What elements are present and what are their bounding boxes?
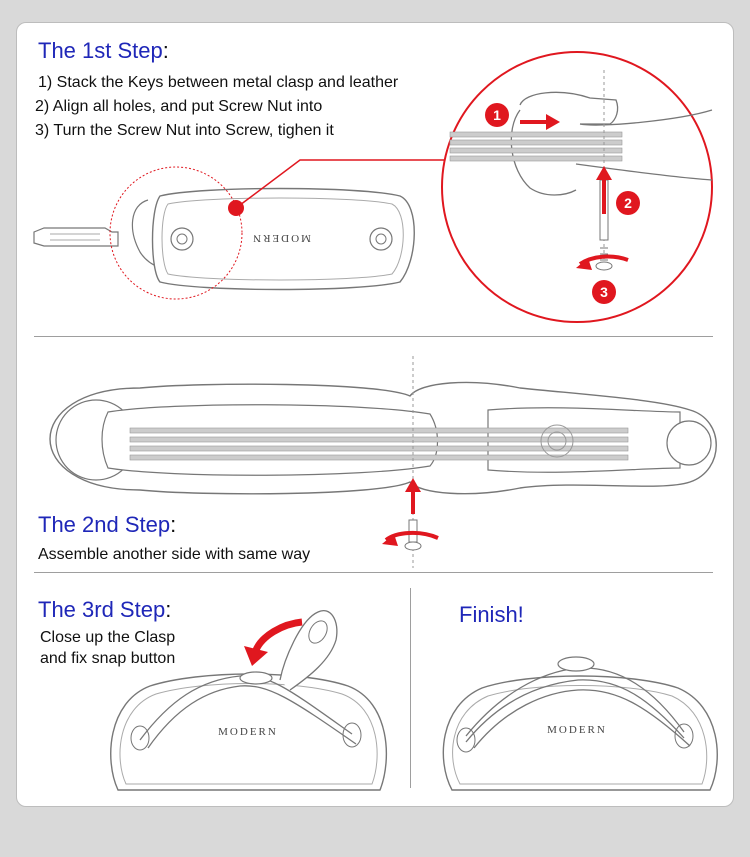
badge-number-1: 1 <box>493 107 501 123</box>
finish-title: Finish! <box>459 602 524 627</box>
step-badge-3 <box>592 280 616 304</box>
badge-number-2: 2 <box>624 195 632 211</box>
step2-instruction: Assemble another side with same way <box>38 546 311 563</box>
badge-number-3: 3 <box>600 284 608 300</box>
step3-instruction-2: and fix snap button <box>40 650 176 667</box>
divider-1 <box>34 336 713 337</box>
divider-vertical <box>410 588 411 788</box>
step-badge-2 <box>616 191 640 215</box>
step1-title: The 1st Step: <box>38 38 169 63</box>
step1-brand-logo: MODERN <box>251 232 311 244</box>
finish-brand-logo: MODERN <box>547 724 607 736</box>
step3-brand-logo: MODERN <box>218 726 278 738</box>
divider-2 <box>34 572 713 573</box>
step1-instruction-3: 3) Turn the Screw Nut into Screw, tighen… <box>35 122 334 139</box>
step3-title: The 3rd Step: <box>38 597 172 622</box>
step2-title: The 2nd Step: <box>38 512 177 537</box>
step3-instruction-1: Close up the Clasp <box>40 629 176 646</box>
step-badge-1 <box>485 103 509 127</box>
step1-instruction-2: 2) Align all holes, and put Screw Nut in… <box>35 98 323 115</box>
step1-instruction-1: 1) Stack the Keys between metal clasp an… <box>38 74 399 91</box>
